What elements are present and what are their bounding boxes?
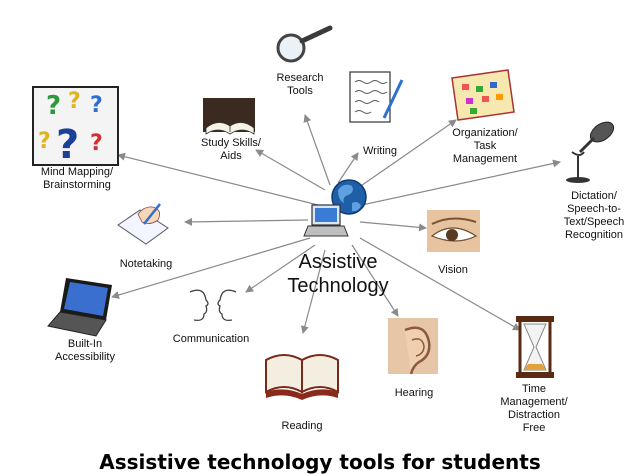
hub-title-line-1: Assistive (298, 251, 378, 273)
label-dictation: Dictation/ Speech-to- Text/Speech Recogn… (563, 190, 625, 241)
arrow-communication (245, 244, 316, 293)
label-study-skills: Study Skills/ Aids (201, 137, 261, 162)
arrow-study (255, 149, 326, 191)
eye-icon (427, 210, 480, 252)
arrow-writing (337, 152, 359, 184)
arrow-research (303, 114, 331, 186)
arrow-vision (359, 221, 427, 232)
label-communication: Communication (172, 333, 250, 345)
hub-title: Assistive Technology (268, 250, 408, 298)
magnifying-glass-icon (276, 25, 333, 63)
svg-text:?: ? (90, 93, 103, 118)
arrow-time (359, 237, 521, 331)
writing-paper-pen-icon (349, 71, 404, 123)
arrow-mindmap (117, 152, 319, 206)
study-skills-book-icon (203, 98, 255, 135)
hub-title-line-2: Technology (287, 275, 389, 297)
label-notetaking: Notetaking (119, 258, 173, 270)
communication-faces-icon (189, 289, 237, 322)
reading-book-icon (265, 354, 339, 400)
label-mind-mapping: Mind Mapping/ Brainstorming (40, 166, 114, 191)
arrow-hearing (351, 244, 399, 317)
mind-mapping-icon: ? ? ? ? ? ? (32, 86, 119, 168)
figure-caption: Assistive technology tools for students (99, 450, 541, 474)
svg-text:?: ? (56, 122, 79, 168)
label-organization: Organization/ Task Management (452, 127, 518, 165)
calendar-icon (451, 69, 515, 121)
arrow-builtin (111, 237, 311, 299)
label-built-in-accessibility: Built-In Accessibility (55, 338, 115, 363)
label-writing: Writing (362, 145, 398, 157)
arrow-dictation (361, 159, 561, 206)
ear-icon (388, 318, 438, 375)
arrow-notetaking (184, 217, 309, 226)
label-time-management: Time Management/ Distraction Free (500, 383, 568, 434)
svg-text:?: ? (38, 129, 51, 154)
label-vision: Vision (438, 264, 468, 276)
svg-text:?: ? (68, 89, 81, 114)
connector-arrows (111, 114, 561, 334)
hub-laptop-globe-icon (303, 179, 367, 237)
svg-text:?: ? (46, 91, 61, 121)
laptop-icon (47, 278, 112, 337)
arrow-organization (354, 119, 457, 191)
notetaking-hand-icon (117, 203, 169, 245)
arrow-reading (300, 249, 326, 334)
label-research-tools: Research Tools (276, 72, 324, 97)
hourglass-icon (516, 316, 554, 378)
microphone-icon (566, 121, 615, 183)
label-hearing: Hearing (394, 387, 434, 399)
svg-text:?: ? (90, 131, 103, 156)
label-reading: Reading (281, 420, 323, 432)
